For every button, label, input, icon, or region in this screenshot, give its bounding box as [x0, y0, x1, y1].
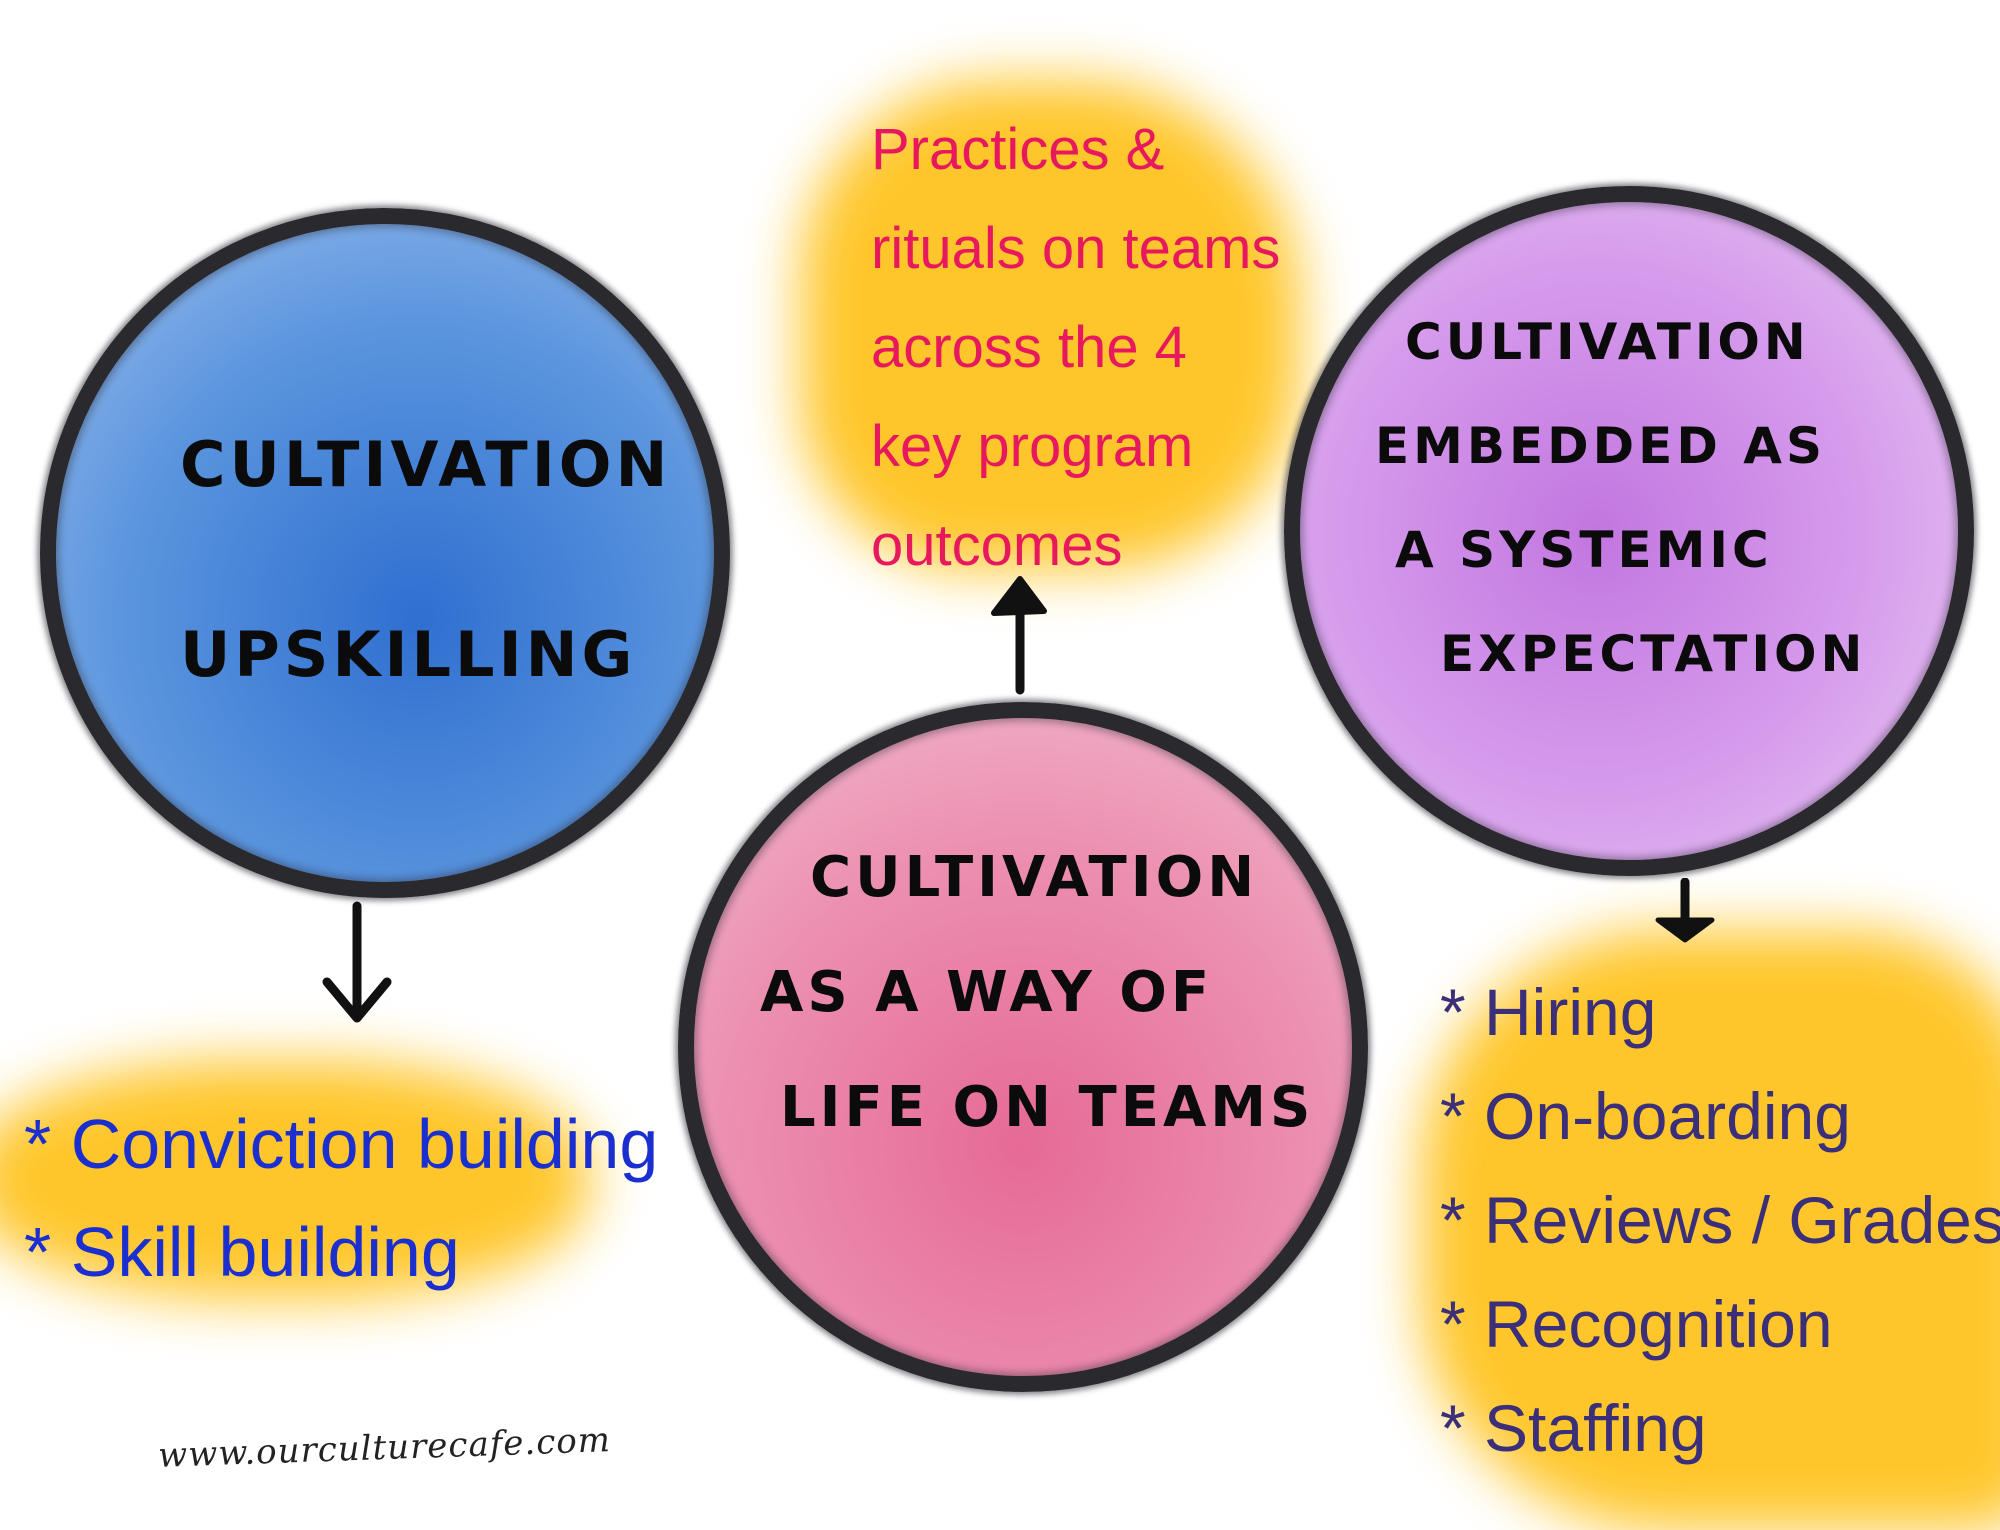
note-line: rituals on teams [871, 216, 1281, 281]
arrow-down-icon [1655, 878, 1715, 943]
circle-line: Upskilling [180, 618, 637, 691]
highlight-upskilling-list [0, 1060, 590, 1300]
note-line: Practices & [871, 117, 1165, 182]
note-line: across the 4 [871, 315, 1187, 380]
list-item: * Hiring [1440, 975, 1657, 1049]
circle-line: a systemic [1395, 521, 1773, 579]
upskilling-title: Cultivation Upskilling [180, 370, 671, 750]
circle-line: Cultivation [810, 845, 1259, 910]
upskilling-list: * Conviction building * Skill building [24, 1090, 658, 1306]
arrow-down-icon [322, 901, 392, 1023]
list-item: * Staffing [1440, 1391, 1707, 1465]
circle-line: Cultivation [180, 428, 672, 501]
systemic-title: Cultivation embedded as a systemic expec… [1375, 290, 1866, 706]
highlight-practices [800, 80, 1300, 570]
footer-url: www.ourculturecafe.com [157, 1420, 612, 1476]
note-line: outcomes [871, 513, 1123, 578]
note-line: key program [871, 414, 1194, 479]
circle-line: life on teams [780, 1075, 1315, 1140]
systemic-list: * Hiring * On-boarding * Reviews / Grade… [1440, 960, 2000, 1480]
arrow-up-icon [991, 576, 1047, 695]
list-item: * Reviews / Grades [1440, 1183, 2000, 1257]
circle-line: As a way of [760, 960, 1214, 1025]
list-item: * Recognition [1440, 1287, 1833, 1361]
practices-note: Practices & rituals on teams across the … [871, 100, 1280, 595]
list-item: * Conviction building [24, 1105, 659, 1183]
circle-line: embedded as [1375, 417, 1826, 475]
way-of-life-title: Cultivation As a way of life on teams [760, 820, 1314, 1165]
list-item: * On-boarding [1440, 1079, 1851, 1153]
circle-line: expectation [1440, 625, 1867, 683]
circle-line: Cultivation [1405, 313, 1810, 371]
list-item: * Skill building [24, 1213, 460, 1291]
highlight-systemic-list [1420, 930, 2000, 1530]
